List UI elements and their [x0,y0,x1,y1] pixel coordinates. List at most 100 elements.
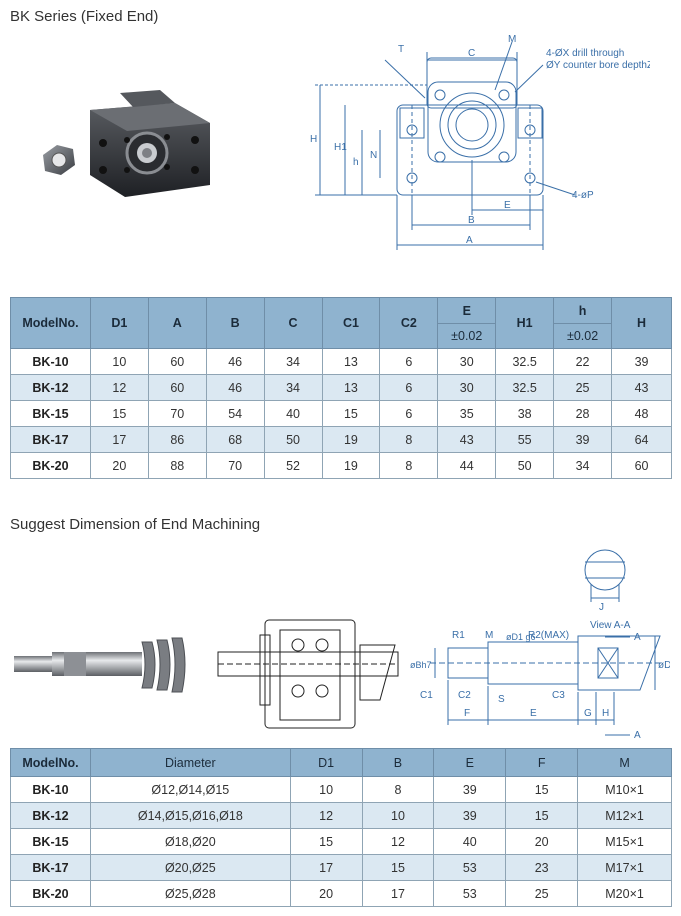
cell-model: BK-10 [10,348,91,375]
cell-b: 15 [361,854,435,881]
label-bh7: øBh7 [410,660,432,670]
cell-c: 52 [263,452,323,479]
cell-h: 39 [611,348,672,375]
cell-b: 46 [205,374,265,401]
cell-c: 34 [263,374,323,401]
cell-c: 50 [263,426,323,453]
header-a: A [147,297,207,349]
cell-m: M10×1 [577,776,672,803]
cell-c1: 15 [321,400,381,427]
label-n: N [370,150,377,161]
cell-c: 34 [263,348,323,375]
cell-e: 39 [433,802,507,829]
cell-b: 8 [361,776,435,803]
cell-f: 15 [505,802,579,829]
drill-note-1: 4-ØX drill through [546,48,624,59]
cell-e: 40 [433,828,507,855]
header2-diameter: Diameter [89,748,291,777]
label-h-2: H [602,708,609,719]
label-f: F [464,708,470,719]
cell-b: 70 [205,452,265,479]
cell-h: 39 [553,426,613,453]
cell-e: 30 [437,348,497,375]
label-s: S [498,694,505,705]
cell-d1: 12 [289,802,363,829]
cell-m: M20×1 [577,880,672,907]
cell-diameter: Ø18,Ø20 [89,828,291,855]
label-h-upper: H [310,134,317,145]
cell-c2: 6 [379,348,439,375]
cell-c: 40 [263,400,323,427]
header-b: B [205,297,265,349]
bk-dimension-drawing: M C T 4-ØX drill through ØY counter bore… [310,34,650,250]
header-e-tol: ±0.02 [437,323,497,349]
label-t: T [398,44,404,55]
cell-h: 22 [553,348,613,375]
header2-b: B [361,748,435,777]
header2-d1: D1 [289,748,363,777]
header2-model: ModelNo. [10,748,91,777]
cell-b: 54 [205,400,265,427]
label-r2: R2(MAX) [528,630,569,641]
label-h-lower: h [353,157,359,168]
cell-a: 86 [147,426,207,453]
cell-h: 28 [553,400,613,427]
cell-diameter: Ø25,Ø28 [89,880,291,907]
cell-diameter: Ø20,Ø25 [89,854,291,881]
label-c3: C3 [552,690,565,701]
label-d1-g6: øD1 g6 [506,632,536,642]
label-d: øD [658,660,670,671]
cell-e: 53 [433,880,507,907]
cell-e: 35 [437,400,497,427]
header-h: H [611,297,672,349]
cell-model: BK-15 [10,400,91,427]
cell-e: 44 [437,452,497,479]
header2-f: F [505,748,579,777]
cell-a: 88 [147,452,207,479]
header2-e: E [433,748,507,777]
label-b: B [468,215,475,226]
cell-diameter: Ø12,Ø14,Ø15 [89,776,291,803]
header-c2: C2 [379,297,439,349]
bk-spec-table: ModelNo. D1 A B C C1 C2 E H1 h H ±0.02 ±… [10,297,672,479]
cell-h: 60 [611,452,672,479]
header-model: ModelNo. [10,297,91,349]
cell-e: 39 [433,776,507,803]
cell-d1: 15 [289,828,363,855]
label-p: 4-øP [572,190,594,201]
header-h1: H1 [495,297,555,349]
cell-b: 17 [361,880,435,907]
cell-a: 60 [147,348,207,375]
cell-c1: 19 [321,452,381,479]
cell-d1: 15 [89,400,149,427]
section-title-bk-series: BK Series (Fixed End) [10,8,159,25]
label-e-2: E [530,708,537,719]
label-g: G [584,708,592,719]
cell-c2: 6 [379,374,439,401]
bk-support-unit-photo [35,85,225,215]
label-j: J [599,602,604,613]
cell-m: M17×1 [577,854,672,881]
header2-m: M [577,748,672,777]
cell-d1: 17 [89,426,149,453]
cell-h1: 38 [495,400,555,427]
cell-c2: 6 [379,400,439,427]
shaft-end-photo [14,637,186,693]
cell-h: 48 [611,400,672,427]
cell-model: BK-12 [10,802,91,829]
cell-h: 34 [553,452,613,479]
cell-b: 10 [361,802,435,829]
label-a: A [466,235,473,246]
header-e: E [437,297,497,324]
cell-m: M12×1 [577,802,672,829]
cell-model: BK-17 [10,854,91,881]
cell-a: 70 [147,400,207,427]
cell-d1: 20 [89,452,149,479]
assembly-section-drawing [217,619,399,729]
